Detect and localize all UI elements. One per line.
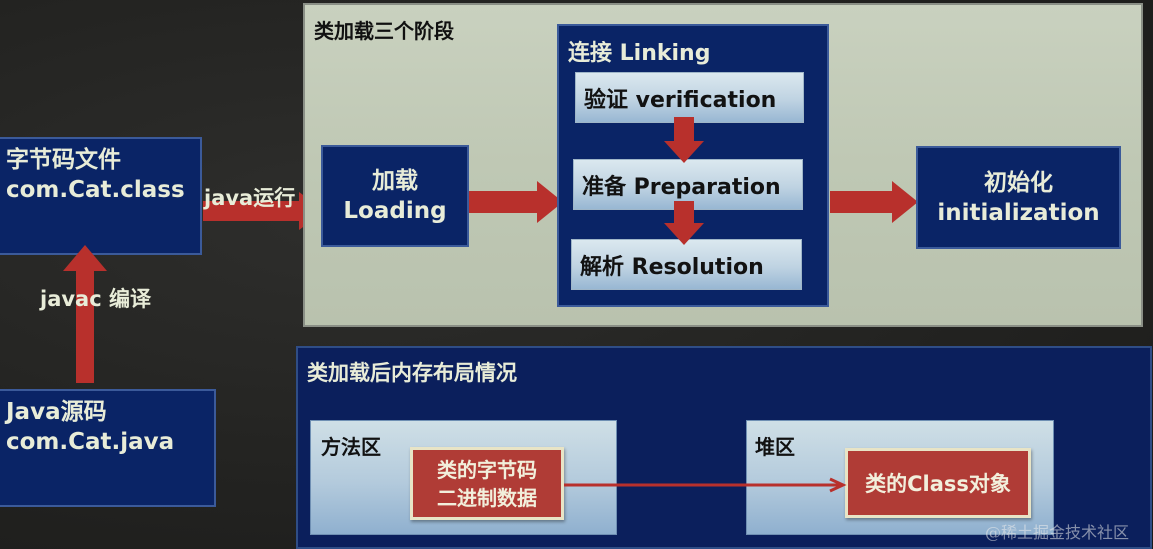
class-bytecode-line2: 二进制数据 — [437, 485, 537, 510]
run-label: java运行 — [204, 186, 296, 210]
arrow-preparation-to-resolution-icon — [664, 201, 704, 245]
bytecode-file-box: 字节码文件 com.Cat.class — [0, 137, 202, 255]
arrow-verification-to-preparation-icon — [664, 117, 704, 163]
linking-step-verification: 验证 verification — [575, 72, 804, 123]
loading-stage-box: 加载 Loading — [321, 145, 469, 247]
class-bytecode-data-box: 类的字节码 二进制数据 — [410, 447, 564, 520]
initialization-stage-en: initialization — [937, 199, 1100, 226]
bytecode-to-class-object-arrow-icon — [564, 477, 847, 493]
java-source-file-name: com.Cat.java — [6, 429, 175, 455]
arrow-to-initialization-icon — [830, 181, 918, 223]
compile-label: javac 编译 — [40, 287, 151, 311]
heap-area-label: 堆区 — [755, 435, 795, 459]
class-bytecode-line1: 类的字节码 — [437, 457, 537, 482]
memory-layout-title: 类加载后内存布局情况 — [307, 361, 517, 385]
initialization-stage-box: 初始化 initialization — [916, 146, 1121, 249]
java-source-box: Java源码 com.Cat.java — [0, 389, 216, 507]
bytecode-file-name: com.Cat.class — [6, 177, 185, 203]
initialization-stage-cn: 初始化 — [984, 169, 1053, 196]
arrow-to-linking-icon — [469, 181, 563, 223]
loading-stage-en: Loading — [343, 198, 447, 224]
linking-stage-title: 连接 Linking — [568, 41, 711, 66]
compile-arrow-icon — [63, 245, 107, 383]
bytecode-file-title: 字节码文件 — [6, 147, 121, 173]
method-area-label: 方法区 — [321, 435, 381, 459]
loading-stages-title: 类加载三个阶段 — [314, 19, 454, 43]
watermark: @稀土掘金技术社区 — [985, 523, 1130, 542]
class-object-label: 类的Class对象 — [865, 472, 1011, 496]
java-source-title: Java源码 — [6, 399, 107, 425]
loading-stage-cn: 加载 — [372, 168, 418, 194]
class-object-box: 类的Class对象 — [845, 448, 1031, 518]
